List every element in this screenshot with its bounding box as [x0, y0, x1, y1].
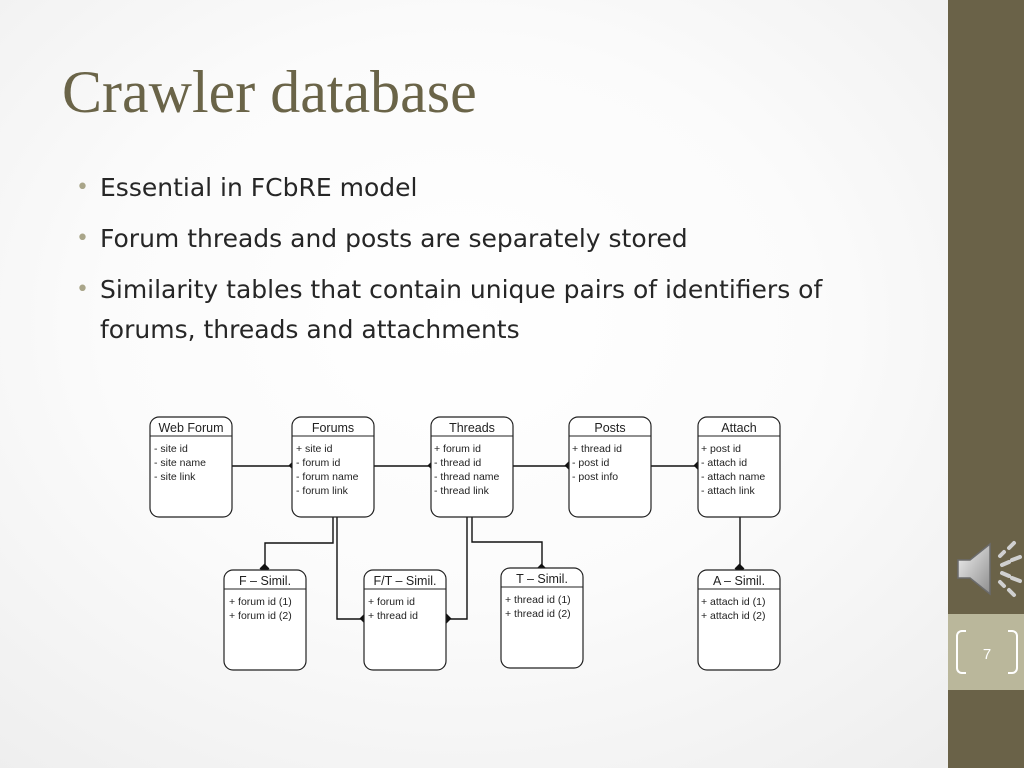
table-field: + forum id (2) [229, 610, 292, 622]
table-title: Web Forum [158, 421, 223, 435]
table-field: + forum id [434, 443, 481, 455]
table-title: F – Simil. [239, 574, 291, 588]
table-posts: Posts + thread id - post id - post info [568, 416, 652, 518]
connector-threads-ftsimil [446, 517, 468, 620]
left-brace-icon [956, 630, 966, 674]
table-field: + attach id (2) [701, 610, 766, 622]
table-title: Forums [312, 421, 354, 435]
table-ft-simil: F/T – Simil. + forum id + thread id [363, 569, 447, 671]
table-field: + thread id [572, 443, 622, 455]
table-attach: Attach + post id - attach id - attach na… [697, 416, 781, 518]
table-title: Threads [449, 421, 495, 435]
table-field: + forum id [368, 596, 415, 608]
connector-forums-ftsimil [336, 517, 365, 620]
speaker-icon[interactable] [954, 536, 1024, 602]
table-field: - forum name [296, 471, 359, 483]
table-title: Attach [721, 421, 756, 435]
table-field: - post info [572, 471, 618, 483]
table-threads: Threads + forum id - thread id - thread … [430, 416, 514, 518]
table-field: - thread link [434, 485, 490, 497]
bullet-item: Similarity tables that contain unique pa… [76, 270, 916, 350]
table-title: Posts [594, 421, 625, 435]
table-forums: Forums + site id - forum id - forum name… [291, 416, 375, 518]
page-number: 7 [982, 646, 992, 663]
table-field: + thread id [368, 610, 418, 622]
page-number-panel [948, 614, 1024, 690]
bullet-item: Forum threads and posts are separately s… [76, 219, 916, 259]
table-web-forum: Web Forum - site id - site name - site l… [149, 416, 233, 518]
table-f-simil: F – Simil. + forum id (1) + forum id (2) [223, 569, 307, 671]
table-title: T – Simil. [516, 572, 568, 586]
table-field: + thread id (1) [505, 594, 571, 606]
table-field: - site id [154, 443, 188, 455]
table-field: + post id [701, 443, 741, 455]
table-t-simil: T – Simil. + thread id (1) + thread id (… [500, 567, 584, 669]
connector-forums-fsimil [264, 517, 334, 570]
table-field: - attach id [701, 457, 747, 469]
table-field: - attach link [701, 485, 755, 497]
table-field: - site name [154, 457, 206, 469]
table-field: - post id [572, 457, 610, 469]
slide-title: Crawler database [62, 59, 477, 125]
table-field: + attach id (1) [701, 596, 766, 608]
table-field: - site link [154, 471, 196, 483]
table-field: - attach name [701, 471, 765, 483]
table-field: + forum id (1) [229, 596, 292, 608]
table-field: - forum link [296, 485, 349, 497]
bullet-list: Essential in FCbRE model Forum threads a… [76, 168, 916, 361]
table-field: - thread id [434, 457, 481, 469]
connector-threads-tsimil [471, 517, 543, 570]
right-brace-icon [1008, 630, 1018, 674]
table-a-simil: A – Simil. + attach id (1) + attach id (… [697, 569, 781, 671]
table-field: - thread name [434, 471, 500, 483]
table-field: - forum id [296, 457, 341, 469]
table-field: + site id [296, 443, 333, 455]
bullet-item: Essential in FCbRE model [76, 168, 916, 208]
diagram-connectors [232, 465, 741, 620]
table-field: + thread id (2) [505, 608, 571, 620]
table-title: F/T – Simil. [374, 574, 437, 588]
table-title: A – Simil. [713, 574, 765, 588]
